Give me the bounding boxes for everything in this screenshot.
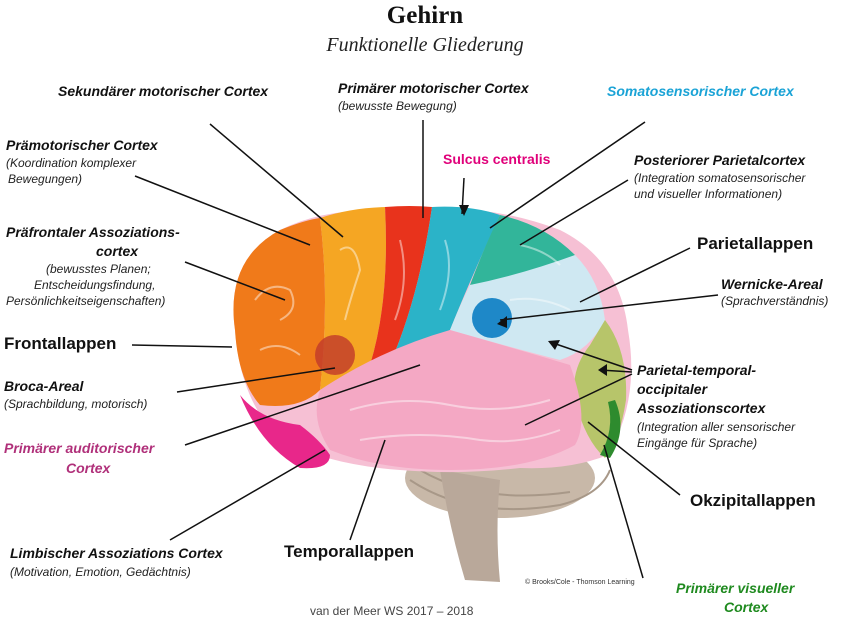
label-pto-sub2: Eingänge für Sprache): [637, 436, 758, 450]
label-pto-sub1: (Integration aller sensorischer: [637, 420, 796, 434]
label-limbic-cortex: Limbischer Assoziations Cortex: [10, 545, 223, 561]
label-primary-motor-sub: (bewusste Bewegung): [338, 99, 457, 113]
label-pto-2: occipitaler: [637, 381, 708, 397]
slide-footer: van der Meer WS 2017 – 2018: [310, 604, 474, 618]
label-pto-1: Parietal-temporal-: [637, 362, 757, 378]
label-posterior-parietal-cortex: Posteriorer Parietalcortex: [634, 152, 806, 168]
label-somatosensory-cortex: Somatosensorischer Cortex: [607, 83, 794, 99]
label-prefrontal-sub1: (bewusstes Planen;: [46, 262, 151, 276]
label-broca-sub: (Sprachbildung, motorisch): [4, 397, 148, 411]
page-subtitle: Funktionelle Gliederung: [326, 34, 524, 56]
temporal-region: [316, 330, 582, 470]
page-title: Gehirn: [386, 2, 464, 29]
label-visual-1: Primärer visueller: [676, 580, 795, 596]
label-posterior-parietal-sub1: (Integration somatosensorischer: [634, 171, 806, 185]
copyright-credit: © Brooks/Cole - Thomson Learning: [525, 579, 635, 586]
label-premotor-cortex: Prämotorischer Cortex: [6, 137, 158, 153]
label-frontal-lobe: Frontallappen: [4, 334, 117, 353]
prefrontal-region: [233, 218, 325, 406]
label-posterior-parietal-sub2: und visueller Informationen): [634, 187, 783, 201]
limbic-region: [240, 395, 330, 469]
label-wernicke-area: Wernicke-Areal: [721, 276, 823, 292]
arrowheads: [459, 205, 607, 376]
label-premotor-sub1: (Koordination komplexer: [6, 156, 137, 170]
leader-lines: [131, 120, 719, 579]
label-wernicke-sub: (Sprachverständnis): [721, 294, 829, 308]
cerebrum: [233, 206, 632, 473]
label-visual-2: Cortex: [724, 599, 769, 615]
somatosensory-region: [395, 206, 500, 352]
label-auditory-1: Primärer auditorischer: [4, 440, 155, 456]
label-primary-motor-cortex: Primärer motorischer Cortex: [338, 80, 529, 96]
label-secondary-motor-cortex: Sekundärer motorischer Cortex: [58, 83, 269, 99]
label-parietal-lobe: Parietallappen: [697, 234, 814, 253]
label-temporal-lobe: Temporallappen: [284, 542, 415, 561]
label-premotor-sub2: Bewegungen): [8, 172, 83, 186]
brainstem: [440, 470, 500, 582]
label-limbic-sub: (Motivation, Emotion, Gedächtnis): [10, 565, 191, 579]
label-broca-area: Broca-Areal: [4, 378, 84, 394]
label-prefrontal-1: Präfrontaler Assoziations-: [6, 224, 180, 240]
label-auditory-2: Cortex: [66, 460, 111, 476]
label-prefrontal-sub3: Persönlichkeitseigenschaften): [6, 294, 166, 308]
label-occipital-lobe: Okzipitallappen: [690, 491, 816, 510]
label-sulcus-centralis: Sulcus centralis: [443, 151, 551, 167]
broca-area: [315, 335, 355, 375]
wernicke-area: [472, 298, 512, 338]
label-pto-3: Assoziationscortex: [637, 400, 766, 416]
primary-motor-region: [370, 206, 432, 365]
label-prefrontal-2: cortex: [96, 243, 139, 259]
label-prefrontal-sub2: Entscheidungsfindung,: [34, 278, 156, 292]
